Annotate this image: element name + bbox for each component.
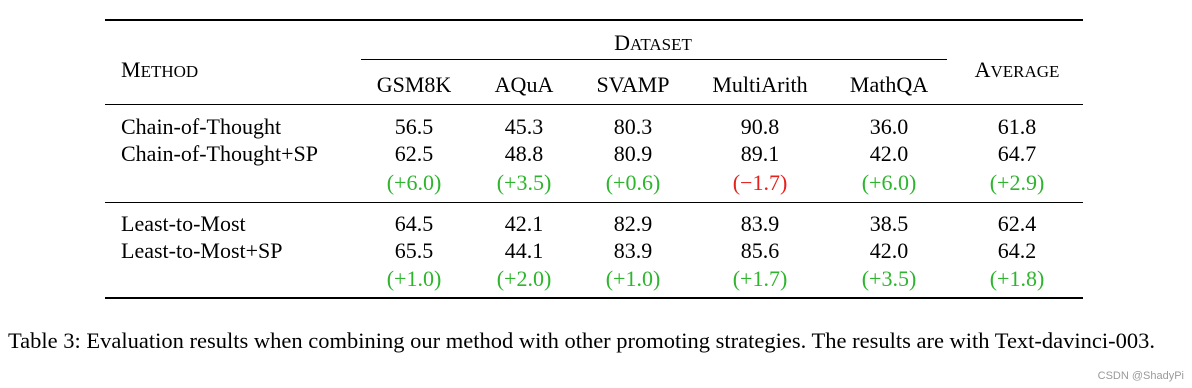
average-header-initial: A [974, 57, 991, 82]
table-cell: 45.3 [504, 114, 544, 139]
table-caption: Table 3: Evaluation results when combini… [8, 328, 1156, 353]
table-cell: 64.7 [997, 141, 1037, 166]
method-header: METHOD [121, 57, 198, 85]
table-cell: 42.0 [869, 141, 909, 166]
group-separator-rule [105, 202, 1083, 203]
table-cell: 44.1 [504, 238, 544, 263]
delta-cell: (+2.9) [989, 170, 1045, 195]
table-cell: 48.8 [504, 141, 544, 166]
table-cell: 85.6 [740, 238, 780, 263]
header-rule [105, 104, 1083, 105]
method-header-rest: ETHOD [140, 62, 199, 81]
row-label: Least-to-Most+SP [121, 238, 283, 263]
column-header-svamp: SVAMP [596, 72, 670, 97]
column-header-multiarith: MultiArith [712, 72, 808, 97]
method-header-initial: M [121, 57, 141, 82]
table-cell: 36.0 [869, 114, 909, 139]
watermark: CSDN @ShadyPi [1097, 370, 1184, 382]
table-cell: 82.9 [613, 211, 653, 236]
top-rule [105, 19, 1083, 21]
table-cell: 89.1 [740, 141, 780, 166]
delta-cell: (+0.6) [605, 170, 661, 195]
delta-cell: (+3.5) [496, 170, 552, 195]
dataset-header-rest: ATASET [629, 35, 692, 54]
table-cell: 61.8 [997, 114, 1037, 139]
delta-cell: (+1.0) [605, 266, 661, 291]
delta-cell: (+3.5) [861, 266, 917, 291]
table-cell: 62.5 [394, 141, 434, 166]
table-cell: 80.9 [613, 141, 653, 166]
delta-cell: (+1.0) [386, 266, 442, 291]
delta-cell: (−1.7) [732, 170, 788, 195]
bottom-rule [105, 297, 1083, 299]
average-header-rest: VERAGE [990, 62, 1060, 81]
table-cell: 64.5 [394, 211, 434, 236]
table-cell: 38.5 [869, 211, 909, 236]
table-cell: 90.8 [740, 114, 780, 139]
dataset-header-initial: D [614, 30, 630, 55]
row-label: Least-to-Most [121, 211, 246, 236]
column-header-aqua: AQuA [494, 72, 554, 97]
row-label: Chain-of-Thought [121, 114, 282, 139]
column-header-gsm8k: GSM8K [376, 72, 452, 97]
delta-cell: (+1.8) [989, 266, 1045, 291]
average-header: AVERAGE [975, 57, 1060, 85]
dataset-header: DATASET [614, 30, 692, 58]
column-header-mathqa: MathQA [849, 72, 929, 97]
table-cell: 83.9 [613, 238, 653, 263]
delta-cell: (+6.0) [386, 170, 442, 195]
delta-cell: (+6.0) [861, 170, 917, 195]
table-cell: 62.4 [997, 211, 1037, 236]
table-cell: 42.1 [504, 211, 544, 236]
dataset-cmidrule [361, 59, 947, 60]
delta-cell: (+2.0) [496, 266, 552, 291]
table-cell: 42.0 [869, 238, 909, 263]
table-cell: 64.2 [997, 238, 1037, 263]
table-cell: 65.5 [394, 238, 434, 263]
row-label: Chain-of-Thought+SP [121, 141, 318, 166]
table-cell: 56.5 [394, 114, 434, 139]
table-cell: 83.9 [740, 211, 780, 236]
delta-cell: (+1.7) [732, 266, 788, 291]
table-cell: 80.3 [613, 114, 653, 139]
